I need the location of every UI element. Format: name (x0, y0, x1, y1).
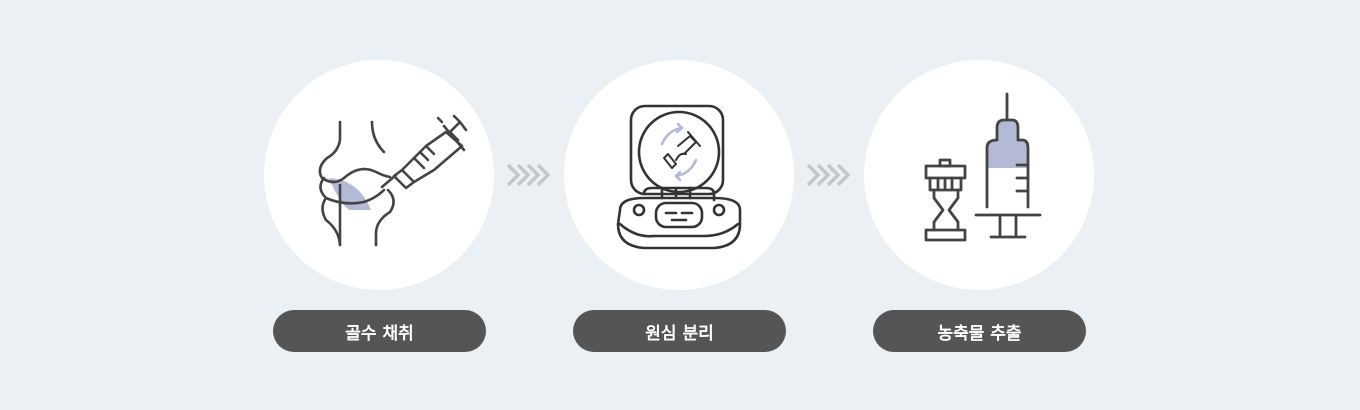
centrifuge-icon (616, 104, 742, 250)
step-3-label: 농축물 추출 (873, 310, 1086, 352)
chevrons-arrow-icon (506, 163, 551, 187)
step-2-label: 원심 분리 (573, 310, 786, 352)
chevrons-arrow-icon (806, 163, 851, 187)
knee-syringe-icon (318, 114, 468, 247)
step-3-circle (864, 60, 1094, 290)
vial-syringe-icon (924, 92, 1042, 242)
step-2-circle (564, 60, 794, 290)
step-1-circle (264, 60, 494, 290)
step-1-label: 골수 채취 (273, 310, 486, 352)
